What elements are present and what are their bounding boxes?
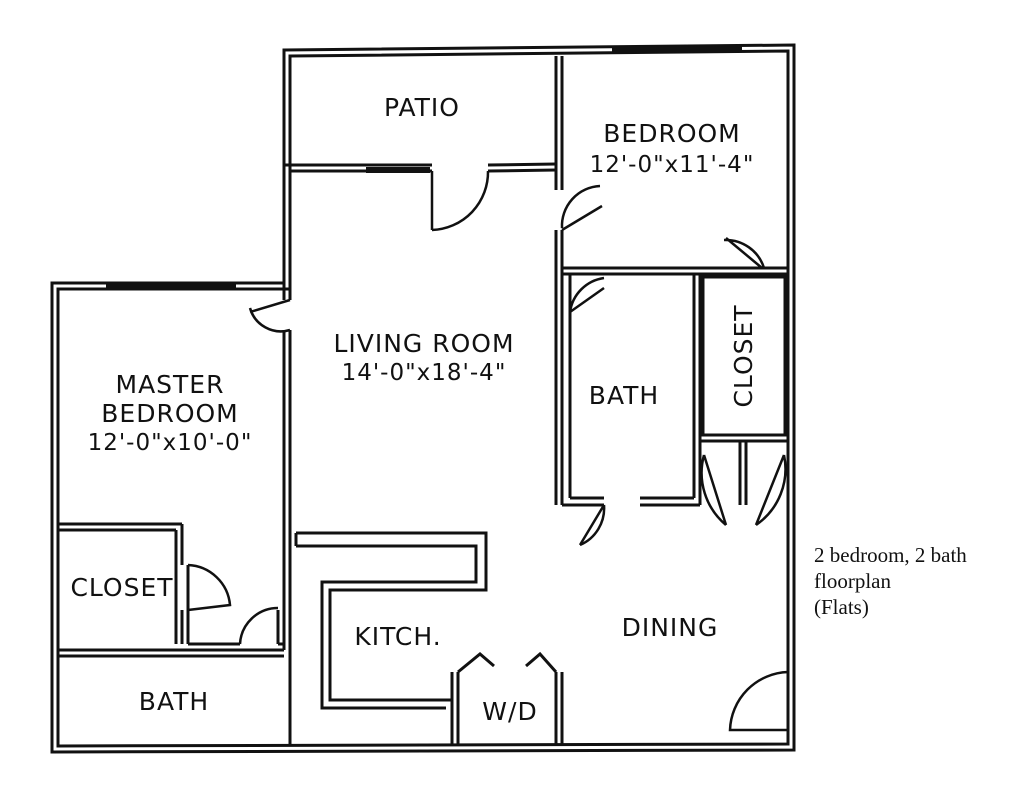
bath-right-label: BATH <box>589 381 659 410</box>
bedroom-walls <box>554 164 788 505</box>
dining-label: DINING <box>622 613 719 642</box>
closet-left-label: CLOSET <box>70 573 173 602</box>
caption-line-2: floorplan <box>814 569 891 593</box>
bath-left-label: BATH <box>139 687 209 716</box>
washer-dryer-walls <box>450 651 564 744</box>
bedroom-label: BEDROOM <box>603 119 741 148</box>
living-room-size: 14'-0"x18'-4" <box>342 360 507 386</box>
bedroom-size: 12'-0"x11'-4" <box>590 152 755 178</box>
patio-label: PATIO <box>384 93 460 122</box>
master-bedroom-label-line1: MASTER <box>116 370 225 399</box>
caption-line-1: 2 bedroom, 2 bath <box>814 543 967 567</box>
master-bedroom-label-line2: BEDROOM <box>101 399 239 428</box>
living-room-label: LIVING ROOM <box>333 329 514 358</box>
kitchen-label: KITCH. <box>354 622 441 651</box>
master-bedroom-size: 12'-0"x10'-0" <box>88 430 253 456</box>
bath-right-walls <box>562 274 702 507</box>
closet-right-label: CLOSET <box>729 304 758 407</box>
caption-line-3: (Flats) <box>814 595 869 619</box>
door-swings <box>187 170 789 732</box>
patio-walls <box>284 56 564 173</box>
washer-dryer-label: W/D <box>482 697 537 726</box>
master-suite-walls <box>58 283 292 744</box>
closet-right-walls <box>700 275 788 505</box>
floorplan-caption: 2 bedroom, 2 bath floorplan (Flats) <box>814 542 1019 620</box>
